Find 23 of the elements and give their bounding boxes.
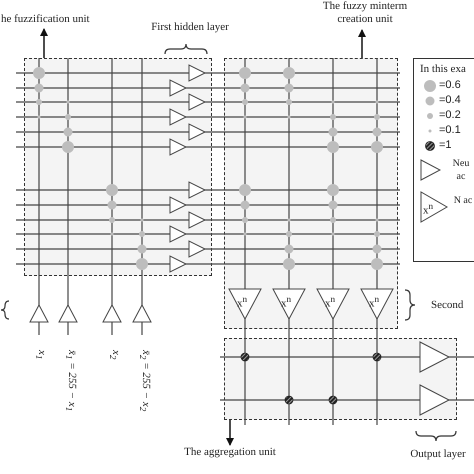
arrow (358, 29, 366, 58)
legend-text: =0.4 (439, 94, 461, 107)
unit-caption: The fuzzy minterm creation unit (310, 0, 420, 26)
legend-title: In this exa (420, 63, 466, 76)
unit-caption: The aggregation unit (170, 446, 290, 459)
layer-label: First hidden layer (150, 21, 230, 34)
arrow (40, 28, 48, 58)
unit-caption: he fuzzification unit (1, 13, 111, 26)
legend-text: =0.2 (439, 109, 461, 122)
legend-text: =1 (439, 139, 452, 152)
layer-label: Output layer (409, 448, 467, 461)
dashed-region-box (224, 338, 457, 420)
neuron-function-label: x$^{n}$ (281, 293, 292, 311)
neuron-function-label: x$^{n}$ (237, 293, 248, 311)
neuron-function-label: x$^{n}$ (325, 293, 336, 311)
legend-text: N ac (452, 194, 474, 207)
arrow (226, 420, 234, 446)
legend-text: =0.6 (439, 79, 461, 92)
neuron-function-label: x$^{n}$ (423, 200, 434, 218)
legend-text: Neu ac (452, 157, 470, 183)
layer-label: Second (431, 299, 464, 312)
neuron-function-label: x$^{n}$ (369, 293, 380, 311)
legend-text: =0.1 (439, 124, 461, 137)
